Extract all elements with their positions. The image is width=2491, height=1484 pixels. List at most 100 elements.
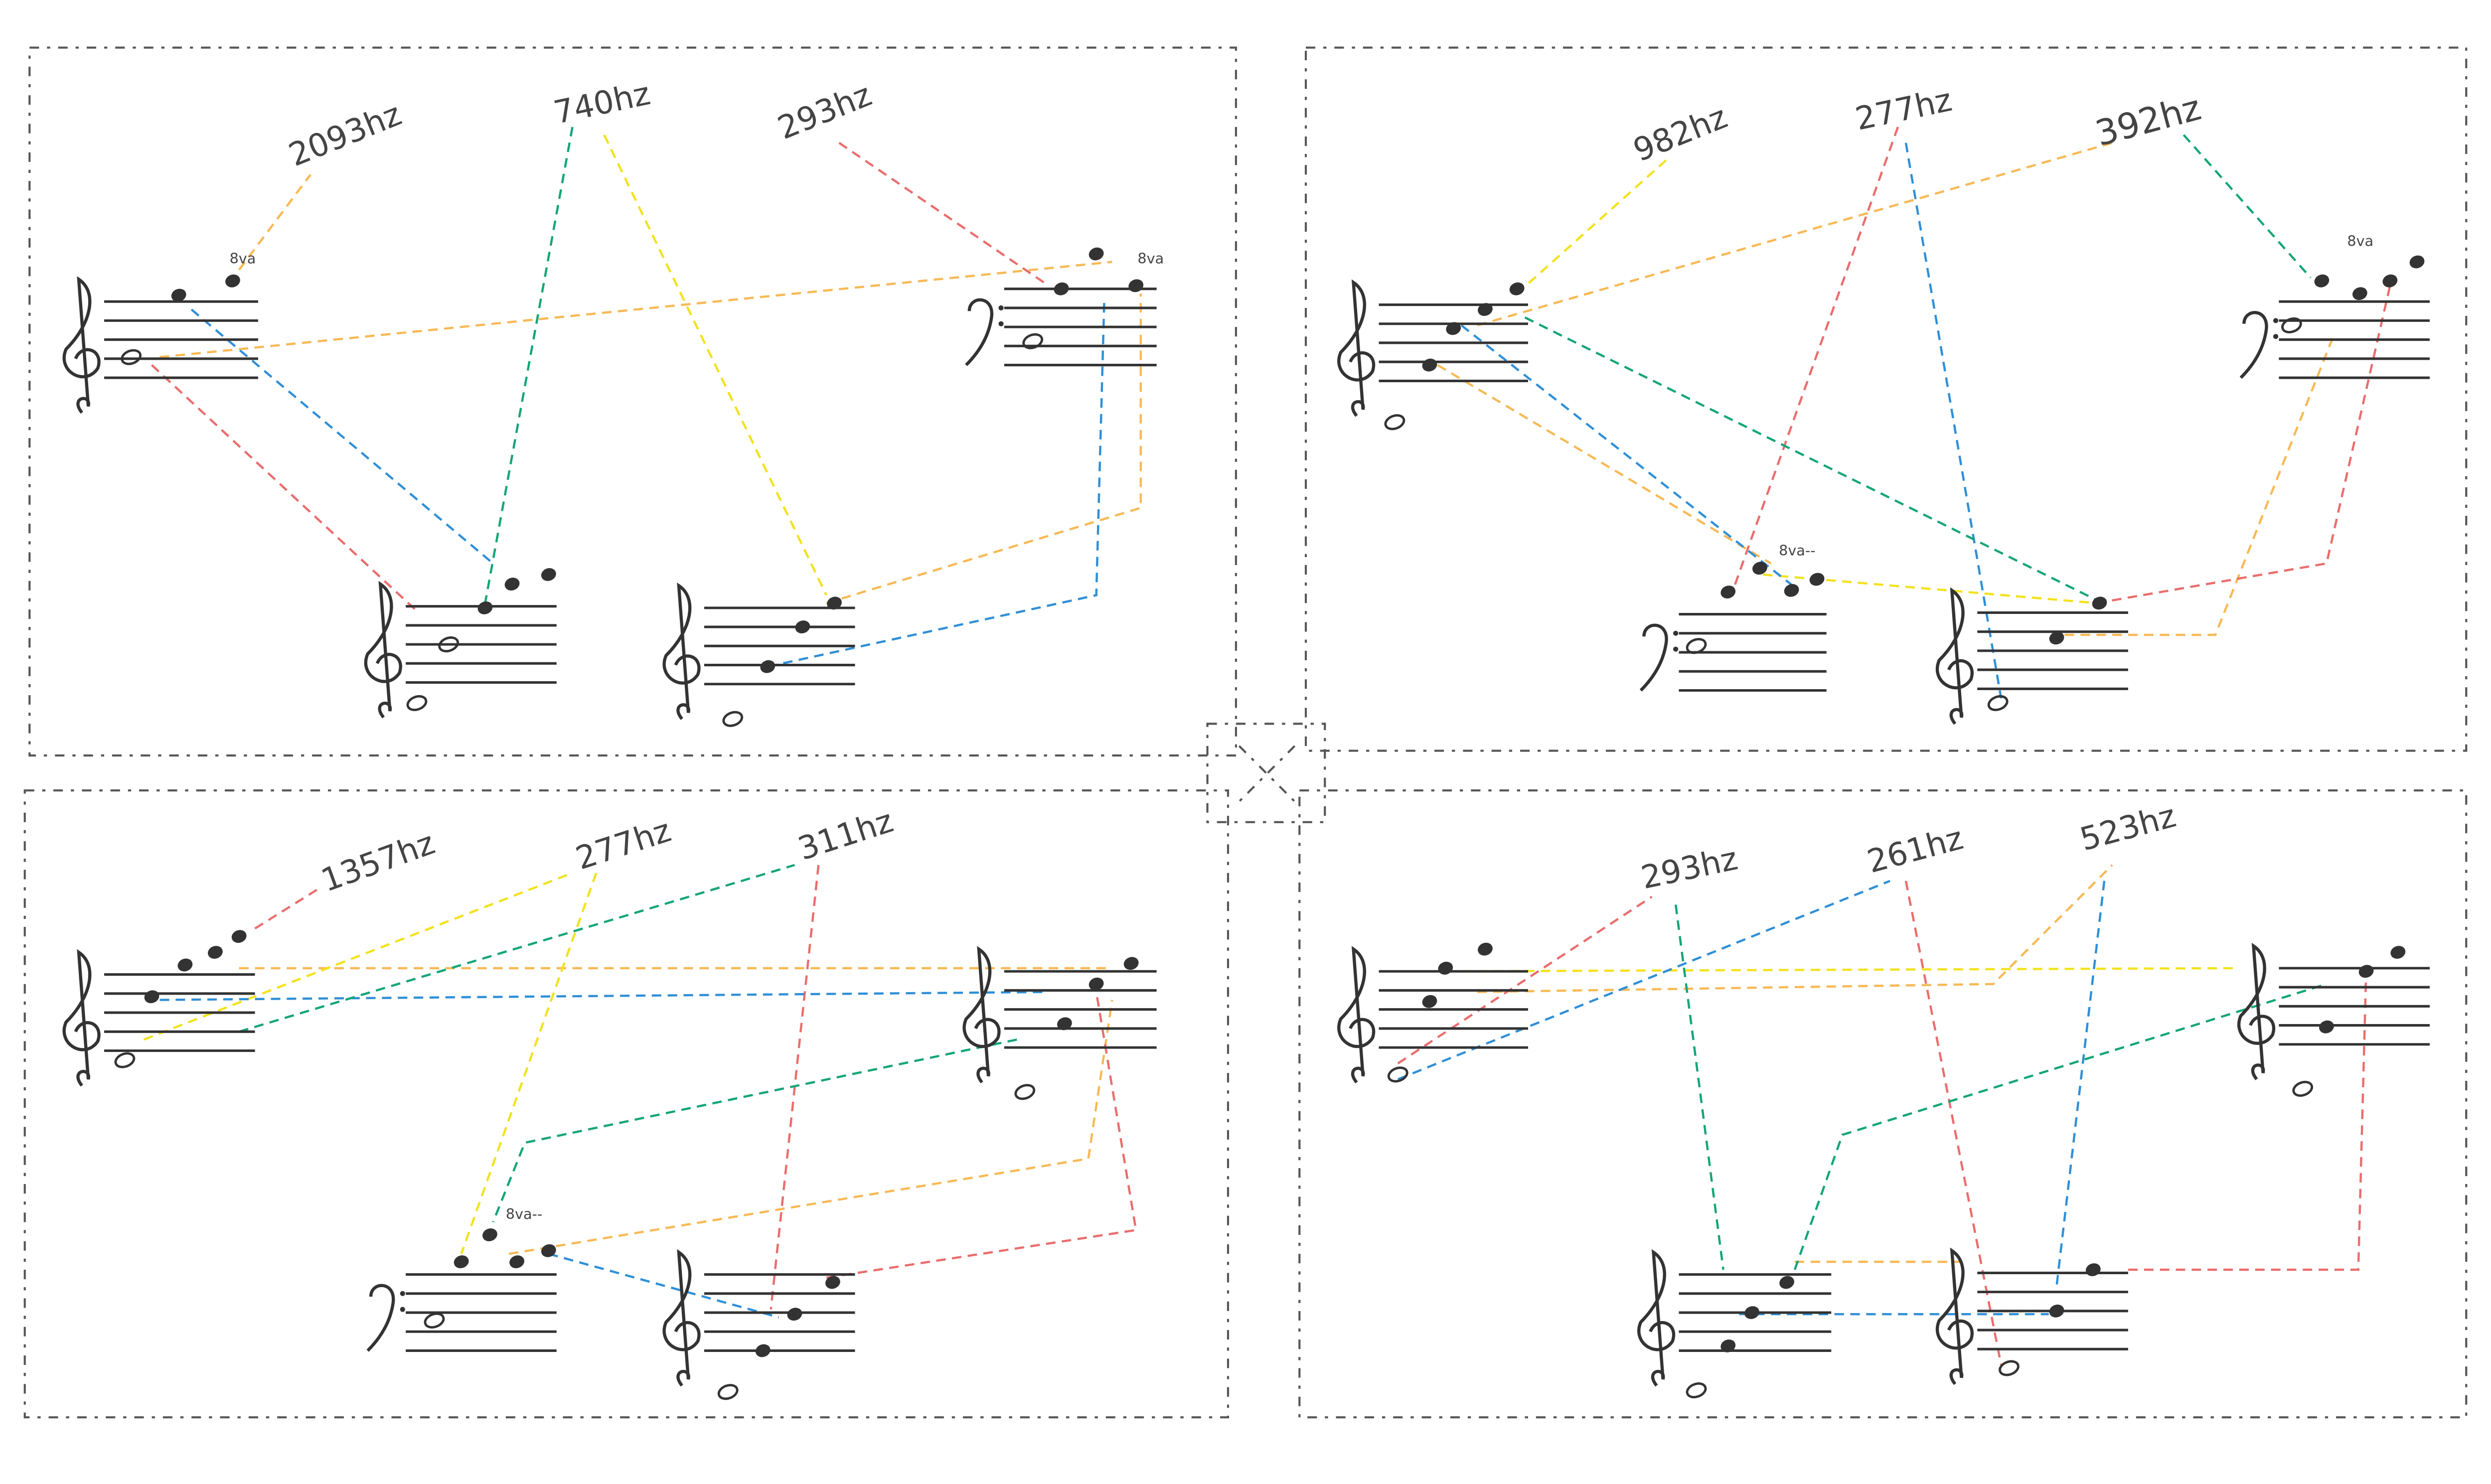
orange-connection-line (508, 1000, 1113, 1255)
frequency-label: 1357hz (316, 825, 440, 899)
whole-note (1686, 1382, 1707, 1399)
staff (662, 582, 855, 720)
filled-note (1123, 957, 1139, 970)
orange-connection-line (1477, 864, 2113, 993)
whole-note (121, 349, 142, 365)
red-connection-line (1397, 895, 1653, 1064)
frequency-label: 277hz (572, 812, 676, 878)
whole-note (1022, 333, 1044, 349)
whole-note (406, 695, 428, 711)
filled-note (2049, 631, 2064, 645)
blue-connection-line (1904, 143, 2003, 699)
filled-note (755, 1344, 771, 1357)
filled-note (1422, 995, 1437, 1008)
yellow-connection-line (460, 873, 598, 1254)
filled-note (795, 620, 810, 633)
whole-note (1999, 1360, 2020, 1376)
filled-note (1438, 961, 1453, 975)
octave-mark: 8va-- (1779, 542, 1815, 559)
filled-note (2352, 287, 2367, 300)
blue-connection-line (1397, 880, 1890, 1080)
treble-clef-icon (1337, 946, 1376, 1084)
blue-connection-line (159, 991, 1049, 1001)
frequency-label: 293hz (1638, 840, 1740, 896)
red-connection-line (2096, 285, 2391, 604)
treble-clef-icon (62, 276, 101, 414)
yellow-connection-line (603, 134, 828, 596)
bass-clef-dot (400, 1291, 405, 1296)
blue-connection-line (767, 301, 1105, 668)
frequency-label: 311hz (793, 803, 898, 868)
treble-clef-icon (1637, 1249, 1676, 1387)
filled-note (760, 660, 776, 673)
filled-note (1752, 562, 1767, 575)
staff (962, 946, 1157, 1084)
filled-note (1089, 977, 1104, 991)
red-connection-line (2128, 968, 2367, 1271)
filled-note (1128, 279, 1144, 293)
filled-note (144, 990, 159, 1004)
panel-frame (1298, 789, 2468, 1419)
filled-note (2319, 1020, 2334, 1034)
filled-note (1422, 358, 1437, 372)
filled-note (225, 274, 240, 288)
octave-mark: 8va (230, 250, 256, 267)
filled-note (477, 601, 493, 614)
treble-clef-icon (662, 1249, 701, 1387)
yellow-connection-line (1445, 967, 2239, 973)
filled-note (171, 289, 186, 302)
panel-frame (1304, 46, 2468, 752)
filled-note (1509, 282, 1525, 296)
green-connection-line (484, 127, 574, 603)
panel-frame-cross (1238, 745, 1296, 802)
whole-note (1014, 1084, 1036, 1100)
whole-note (1387, 1066, 1408, 1083)
blue-connection-line (2055, 881, 2106, 1286)
treble-clef-icon (1337, 279, 1376, 417)
filled-note (787, 1308, 802, 1321)
filled-note (2409, 255, 2425, 269)
frequency-label: 277hz (1852, 82, 1955, 138)
staff (2237, 942, 2430, 1080)
filled-note (231, 930, 247, 943)
whole-note (114, 1052, 136, 1068)
filled-note (1779, 1276, 1794, 1289)
whole-note (1686, 638, 1707, 654)
filled-note (1720, 586, 1736, 598)
green-connection-line (2182, 134, 2312, 279)
red-connection-line (1904, 881, 2003, 1365)
red-connection-line (826, 992, 1137, 1279)
bass-clef-dot (998, 321, 1004, 326)
orange-connection-line (159, 261, 1112, 358)
green-connection-line (1524, 316, 2097, 601)
staff (62, 276, 258, 414)
frequency-label: 261hz (1864, 820, 1967, 881)
bass-clef-dot (1673, 646, 1679, 652)
staff (662, 1249, 855, 1387)
panel-frame (1206, 723, 1326, 823)
filled-note (1809, 573, 1825, 586)
frequency-label: 293hz (773, 76, 877, 147)
treble-clef-icon (364, 581, 402, 719)
filled-note (2085, 1263, 2101, 1276)
whole-note (2292, 1080, 2314, 1097)
red-connection-line (254, 888, 319, 930)
filled-note (1089, 247, 1104, 261)
bass-clef-icon (2239, 311, 2268, 379)
orange-connection-line (2064, 333, 2336, 636)
whole-note (1987, 695, 2009, 711)
filled-note (177, 958, 193, 972)
bass-clef-icon (1639, 623, 1668, 692)
red-connection-line (1730, 127, 1899, 596)
staff (1637, 1249, 1832, 1387)
staff (366, 1273, 557, 1352)
filled-note (1478, 942, 1493, 956)
staff (1935, 587, 2128, 725)
treble-clef-icon (962, 946, 1001, 1084)
staff (364, 581, 557, 719)
filled-note (504, 578, 520, 591)
whole-note (424, 1312, 445, 1329)
whole-note (717, 1384, 739, 1400)
filled-note (2390, 946, 2406, 959)
